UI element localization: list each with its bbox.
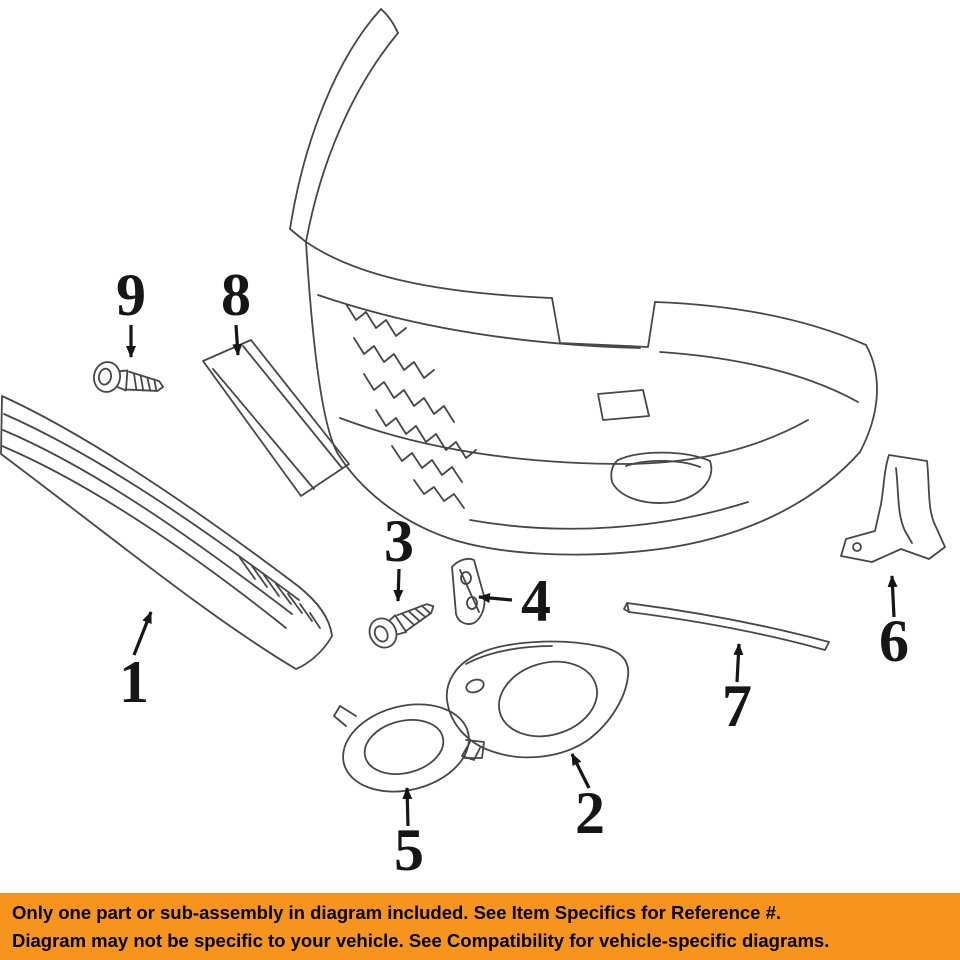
molding-strip-drawing — [623, 602, 830, 651]
disclaimer-line-1: Only one part or sub-assembly in diagram… — [12, 902, 782, 923]
callout-arrow-1 — [132, 611, 153, 656]
fog-lamp-bezel-drawing — [445, 640, 630, 761]
callout-arrow-2 — [570, 753, 591, 789]
callout-label-6: 6 — [879, 608, 909, 674]
callout-label-1: 1 — [119, 649, 149, 715]
callout-label-5: 5 — [394, 817, 424, 883]
side-bracket-drawing — [840, 454, 946, 563]
fog-lamp-cover-drawing — [333, 703, 485, 793]
mount-bracket-drawing — [451, 557, 486, 625]
callout-label-8: 8 — [221, 262, 251, 328]
callout-label-4: 4 — [521, 568, 551, 634]
callout-arrow-4 — [478, 593, 513, 603]
callout-arrow-3 — [393, 568, 404, 602]
callout-label-9: 9 — [116, 262, 146, 328]
callout-label-7: 7 — [722, 673, 752, 739]
callout-arrow-6 — [887, 575, 898, 618]
bumper-cover-drawing — [289, 8, 878, 556]
disclaimer-line-2: Diagram may not be specific to your vehi… — [12, 930, 830, 951]
screw-3-drawing — [363, 592, 442, 654]
callout-arrow-5 — [402, 787, 413, 827]
callout-arrows — [126, 324, 898, 827]
license-plate-filler-drawing — [202, 339, 350, 497]
diagram-line-art — [0, 8, 946, 827]
callout-label-3: 3 — [384, 508, 414, 574]
screw-9-drawing — [90, 359, 167, 403]
disclaimer-banner: Only one part or sub-assembly in diagram… — [0, 893, 960, 960]
callout-label-2: 2 — [575, 780, 605, 846]
callout-arrow-7 — [733, 643, 744, 683]
grille-drawing — [0, 395, 333, 670]
callout-arrow-8 — [232, 324, 243, 356]
